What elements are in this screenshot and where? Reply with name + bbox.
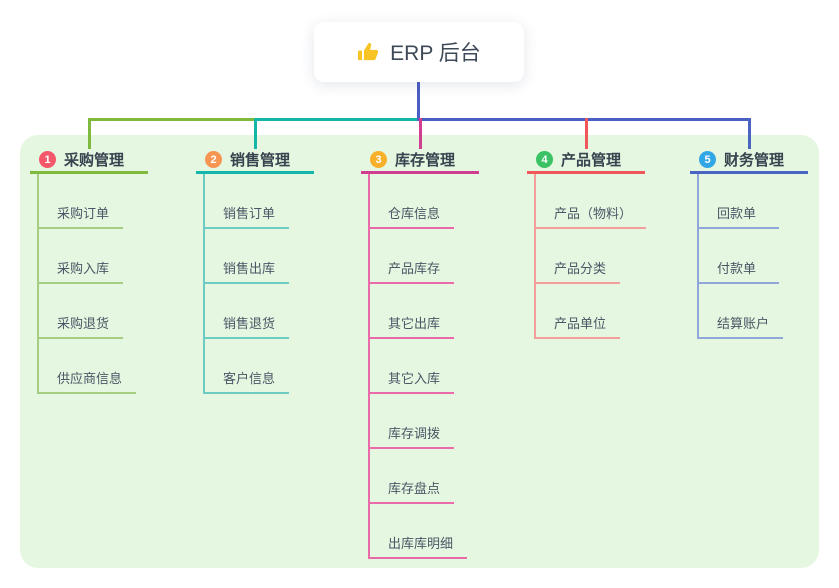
branch-children: 销售订单销售出库销售退货客户信息: [196, 174, 316, 394]
branch-children: 产品（物料） 产品分类产品单位: [527, 174, 647, 339]
branch-label: 财务管理: [724, 152, 785, 169]
child-node[interactable]: 产品分类: [534, 229, 621, 284]
child-node[interactable]: 产品（物料）: [534, 174, 647, 229]
child-node[interactable]: 回款单: [697, 174, 779, 229]
child-node[interactable]: 供应商信息: [37, 339, 137, 394]
child-node[interactable]: 库存盘点: [368, 449, 455, 504]
branch-children: 回款单付款单结算账户: [690, 174, 810, 339]
branch-drop-line-5: [747, 118, 751, 149]
branch-header[interactable]: 1 采购管理: [30, 148, 148, 174]
child-node[interactable]: 结算账户: [697, 284, 784, 339]
branch-node-3: 3 库存管理 仓库信息产品库存其它出库其它入库库存调拨库存盘点出库库明细: [361, 148, 481, 559]
branch-node-1: 1 采购管理 采购订单采购入库采购退货供应商信息: [30, 148, 150, 394]
branch-drop-line-3: [418, 118, 422, 149]
branch-node-5: 5 财务管理 回款单付款单结算账户: [690, 148, 810, 339]
bus-segment-left: [87, 118, 254, 121]
thumbs-up-icon: [357, 41, 380, 64]
branch-header[interactable]: 4 产品管理: [527, 148, 645, 174]
child-node[interactable]: 产品单位: [534, 284, 621, 339]
child-label: 付款单: [717, 261, 757, 276]
child-node[interactable]: 付款单: [697, 229, 779, 284]
child-label: 结算账户: [717, 316, 770, 331]
child-node[interactable]: 库存调拨: [368, 394, 455, 449]
child-node[interactable]: 仓库信息: [368, 174, 455, 229]
branch-label: 采购管理: [64, 152, 125, 169]
child-node[interactable]: 销售出库: [203, 229, 290, 284]
child-node[interactable]: 其它出库: [368, 284, 455, 339]
branch-rail-line: [534, 174, 536, 339]
branches-panel: [20, 135, 819, 568]
branch-badge: 3: [370, 151, 387, 168]
child-label: 产品单位: [554, 316, 607, 331]
branch-badge: 1: [39, 151, 56, 168]
child-node[interactable]: 产品库存: [368, 229, 455, 284]
child-node[interactable]: 出库库明细: [368, 504, 468, 559]
bus-segment-right: [417, 118, 751, 121]
branch-rail-line: [203, 174, 205, 394]
child-node[interactable]: 采购退货: [37, 284, 124, 339]
branch-badge: 2: [205, 151, 222, 168]
child-node[interactable]: 销售退货: [203, 284, 290, 339]
child-label: 供应商信息: [57, 371, 123, 386]
branch-header[interactable]: 5 财务管理: [690, 148, 808, 174]
child-label: 其它出库: [388, 316, 441, 331]
branch-rail-line: [37, 174, 39, 394]
child-label: 出库库明细: [388, 536, 454, 551]
child-label: 采购入库: [57, 261, 110, 276]
branch-header[interactable]: 3 库存管理: [361, 148, 479, 174]
branch-node-4: 4 产品管理 产品（物料） 产品分类产品单位: [527, 148, 647, 339]
child-node[interactable]: 销售订单: [203, 174, 290, 229]
branch-rail-line: [697, 174, 699, 339]
root-node[interactable]: ERP 后台: [314, 22, 524, 82]
child-node[interactable]: 采购订单: [37, 174, 124, 229]
child-label: 仓库信息: [388, 206, 441, 221]
branch-children: 仓库信息产品库存其它出库其它入库库存调拨库存盘点出库库明细: [361, 174, 481, 559]
child-label: 库存盘点: [388, 481, 441, 496]
child-label: 产品（物料）: [554, 206, 633, 221]
child-node[interactable]: 客户信息: [203, 339, 290, 394]
root-stem-line: [417, 82, 420, 121]
child-label: 产品分类: [554, 261, 607, 276]
branch-badge: 4: [536, 151, 553, 168]
branch-drop-line-2: [253, 118, 257, 149]
branch-label: 销售管理: [230, 152, 291, 169]
thumbs-up-path: [358, 42, 379, 60]
branch-label: 产品管理: [561, 152, 622, 169]
child-label: 产品库存: [388, 261, 441, 276]
child-label: 销售订单: [223, 206, 276, 221]
branch-children: 采购订单采购入库采购退货供应商信息: [30, 174, 150, 394]
root-label: ERP 后台: [390, 42, 481, 65]
branch-rail-line: [368, 174, 370, 559]
child-label: 销售退货: [223, 316, 276, 331]
child-node[interactable]: 采购入库: [37, 229, 124, 284]
branch-label: 库存管理: [395, 152, 456, 169]
branch-badge: 5: [699, 151, 716, 168]
child-label: 采购退货: [57, 316, 110, 331]
child-label: 采购订单: [57, 206, 110, 221]
branch-node-2: 2 销售管理 销售订单销售出库销售退货客户信息: [196, 148, 316, 394]
child-label: 其它入库: [388, 371, 441, 386]
child-label: 库存调拨: [388, 426, 441, 441]
child-label: 回款单: [717, 206, 757, 221]
bus-segment-middle: [253, 118, 417, 121]
child-label: 销售出库: [223, 261, 276, 276]
child-node[interactable]: 其它入库: [368, 339, 455, 394]
branch-header[interactable]: 2 销售管理: [196, 148, 314, 174]
branch-drop-line-4: [584, 118, 588, 149]
child-label: 客户信息: [223, 371, 276, 386]
branch-drop-line-1: [87, 118, 91, 149]
